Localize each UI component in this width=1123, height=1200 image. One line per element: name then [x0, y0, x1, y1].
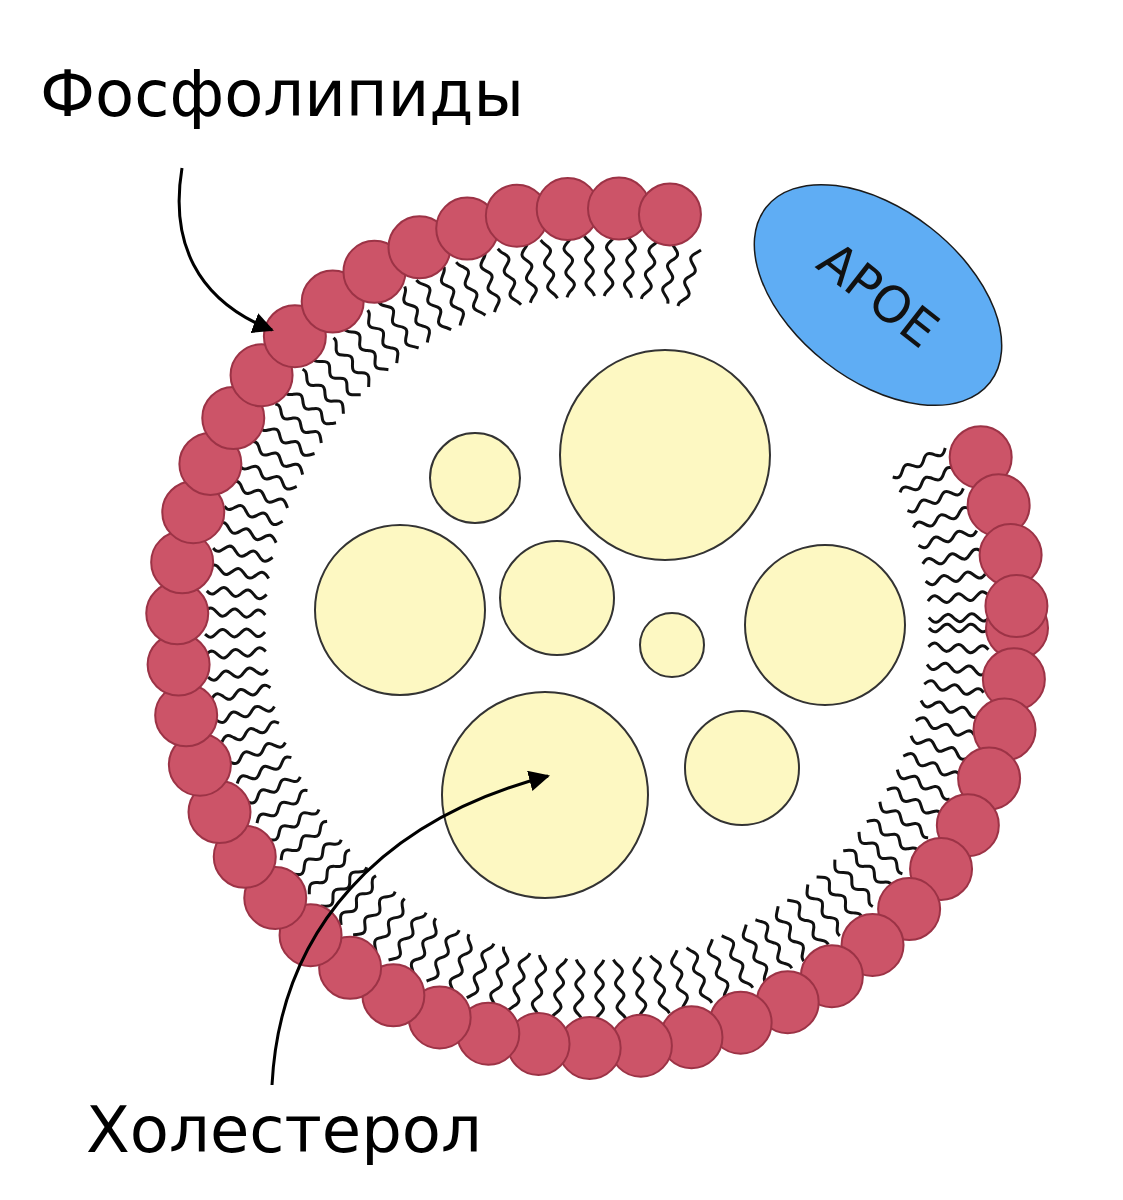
- lipid-tail: [835, 860, 873, 907]
- phospholipid-heads: [146, 178, 1048, 1079]
- lipid-tail: [634, 957, 646, 1018]
- lipid-tail: [755, 920, 791, 968]
- lipid-tail: [604, 236, 615, 296]
- lipid-tail: [491, 947, 508, 1007]
- lipid-tail: [928, 592, 988, 603]
- lipid-tail: [650, 956, 669, 1014]
- lipid-tail: [509, 953, 530, 1010]
- lipid-tail: [541, 240, 558, 298]
- lipid-tail: [303, 369, 344, 413]
- lipid-tail: [924, 681, 983, 695]
- part-label: Фосфолипиды: [40, 62, 524, 126]
- lipid-tail: [224, 506, 282, 525]
- lipid-tail: [908, 488, 964, 512]
- lipid-tail: [481, 252, 499, 312]
- lipid-tail: [722, 936, 753, 988]
- lipid-tail: [928, 643, 988, 653]
- lipid-tail: [228, 742, 285, 763]
- lipid-tail: [206, 648, 266, 658]
- lipid-tail: [929, 614, 989, 623]
- lipid-tail: [237, 757, 291, 784]
- lipid-tail: [776, 906, 803, 961]
- lipid-tail: [927, 663, 987, 675]
- lipid-tail: [222, 722, 279, 742]
- lipid-tail: [257, 790, 307, 823]
- lipid-tail: [208, 668, 268, 680]
- leader-arrow: [272, 776, 548, 1085]
- lipid-tail: [893, 448, 946, 478]
- phospholipid-head: [985, 575, 1047, 637]
- lipid-tail: [564, 237, 574, 298]
- lipid-tail: [389, 913, 427, 960]
- lipid-tail: [252, 442, 302, 475]
- lipid-tail: [663, 243, 678, 303]
- lipid-tail: [743, 925, 766, 983]
- lipid-tail: [205, 629, 265, 637]
- lipid-tail: [441, 267, 463, 326]
- lipid-tail: [498, 249, 521, 305]
- lipid-tail: [333, 338, 368, 387]
- lipid-tail: [926, 572, 986, 585]
- lipid-tail: [624, 237, 635, 298]
- lipid-tail: [411, 918, 436, 974]
- lipid-tail: [416, 280, 451, 330]
- lipid-tail: [379, 302, 419, 348]
- lipid-tail: [613, 960, 626, 1019]
- lipid-tail: [687, 948, 712, 1003]
- lipid-tail: [919, 531, 977, 548]
- lipid-tail: [787, 900, 828, 944]
- lipid-tail: [233, 481, 287, 508]
- lipid-tail: [211, 685, 270, 699]
- phospholipid-head: [639, 183, 701, 245]
- lipid-tail: [584, 236, 594, 296]
- lipid-tail: [207, 588, 267, 599]
- leader-arrow: [179, 168, 272, 330]
- lipid-tail: [353, 892, 395, 935]
- lipid-tail: [210, 565, 269, 579]
- lipid-tail: [708, 939, 728, 998]
- lipid-tail: [404, 286, 430, 342]
- lipid-tail: [672, 950, 688, 1010]
- lipid-tail: [245, 777, 300, 803]
- lipid-tail: [921, 701, 979, 718]
- lipid-tail: [205, 608, 265, 617]
- lipid-tail: [309, 850, 350, 894]
- cholesterol-droplets: [315, 350, 905, 898]
- part-label: Холестерол: [86, 1098, 482, 1162]
- lipid-tail: [641, 241, 658, 299]
- lipid-tail: [897, 770, 949, 800]
- lipid-tail: [867, 820, 919, 851]
- lipid-tail: [532, 955, 545, 1016]
- lipid-tail: [284, 391, 336, 423]
- lipid-tail: [678, 250, 701, 306]
- lipid-tail: [880, 802, 928, 838]
- lipid-tail: [900, 467, 955, 492]
- lipid-tail: [923, 549, 982, 564]
- lipid-tail: [456, 262, 485, 315]
- protein-ellipse: APOE: [710, 136, 1047, 453]
- lipid-tail: [595, 960, 604, 1020]
- lipid-tail: [240, 466, 297, 489]
- lipid-tail: [344, 328, 388, 369]
- lipid-tail: [216, 706, 275, 722]
- lipid-tail: [552, 959, 567, 1018]
- lipid-tail: [575, 959, 584, 1019]
- lipid-tail: [341, 876, 376, 925]
- lipid-tail: [522, 242, 536, 303]
- lipid-tail: [450, 934, 471, 993]
- lipid-tail: [911, 736, 967, 759]
- lipid-tail: [219, 523, 276, 543]
- lipid-tail: [913, 507, 970, 527]
- lipid-tail: [213, 546, 272, 561]
- lipid-tail: [916, 718, 974, 736]
- lipid-tail: [929, 624, 989, 632]
- lipid-tail: [903, 754, 960, 776]
- lipid-tail: [807, 884, 840, 935]
